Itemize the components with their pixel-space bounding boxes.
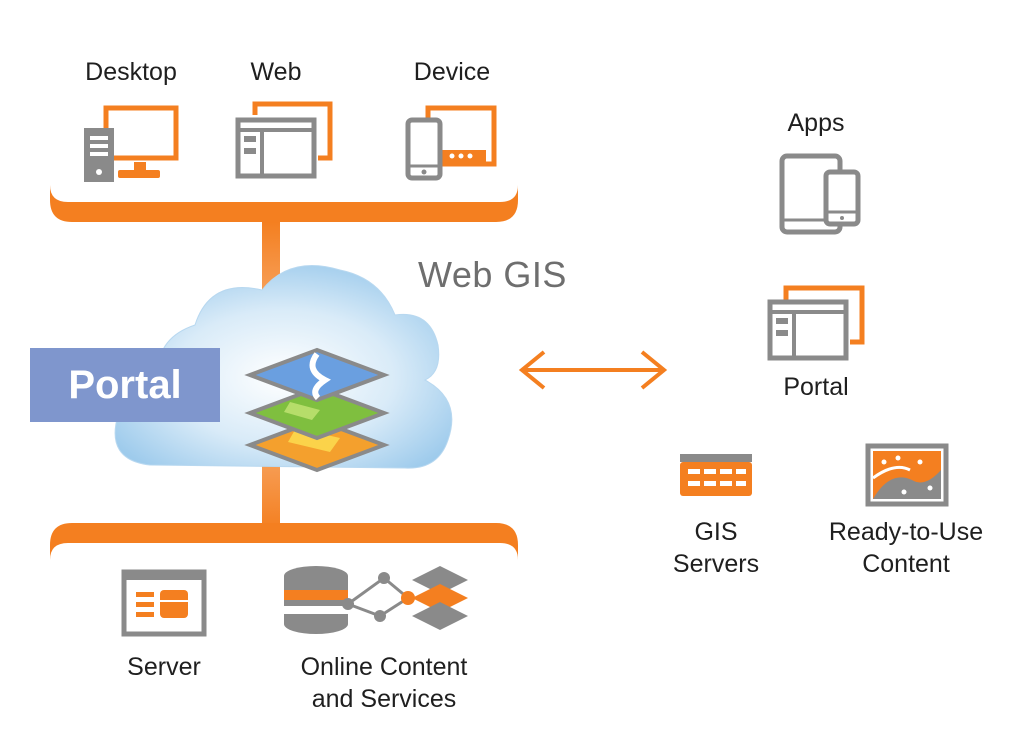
online-content-icon <box>284 566 468 634</box>
client-bracket <box>50 185 518 222</box>
gis-server-icon <box>680 454 752 496</box>
ready-content-label-line1: Ready-to-Use <box>828 518 984 546</box>
diagram-title: Web GIS <box>418 254 567 295</box>
bidirectional-arrow-icon <box>518 350 668 390</box>
desktop-icon <box>84 105 179 182</box>
desktop-label: Desktop <box>85 58 177 86</box>
portal-right-label: Portal <box>783 373 849 401</box>
online-content-label-line2: and Services <box>311 685 457 713</box>
device-label: Device <box>413 58 491 86</box>
map-layers-icon <box>244 347 390 473</box>
mobile-device-icon <box>405 105 497 181</box>
portal-badge: Portal <box>30 348 220 422</box>
server-label: Server <box>127 653 201 681</box>
ready-content-label-line2: Content <box>862 550 950 578</box>
gis-servers-label-line2: Servers <box>672 550 760 578</box>
web-label: Web <box>250 58 302 86</box>
apps-label: Apps <box>787 109 845 137</box>
server-bracket <box>50 523 518 560</box>
web-browser-icon <box>235 101 333 179</box>
online-content-label-line1: Online Content <box>300 653 468 681</box>
portal-icon <box>767 285 865 361</box>
gis-servers-label-line1: GIS <box>694 518 738 546</box>
apps-icon <box>779 153 861 235</box>
map-content-icon <box>865 443 949 507</box>
server-icon <box>121 569 207 637</box>
